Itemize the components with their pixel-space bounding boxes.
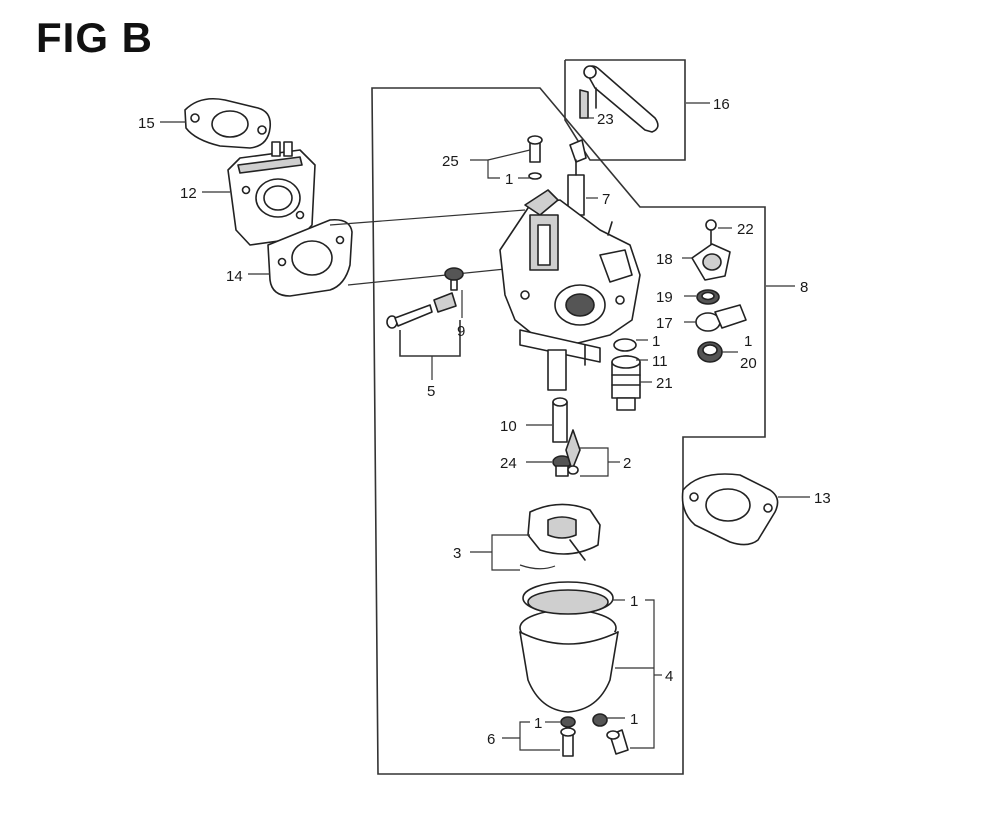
label-1-top: 1 (505, 171, 513, 188)
part-5-bracket (399, 320, 461, 357)
part-21-plug (611, 355, 641, 411)
label-18: 18 (656, 251, 673, 268)
label-22: 22 (737, 221, 754, 238)
label-1-bolt: 1 (630, 711, 638, 728)
part-1-o-ring (613, 338, 637, 352)
part-14-gasket (267, 218, 353, 297)
part-15-gasket (184, 97, 272, 149)
part-25-screw (527, 135, 543, 180)
label-21: 21 (656, 375, 673, 392)
label-16: 16 (713, 96, 730, 113)
part-12-insulator (227, 141, 316, 246)
part-13-gasket (681, 473, 779, 546)
part-1-bowl-washer (592, 713, 608, 727)
label-10: 10 (500, 418, 517, 435)
label-6: 6 (487, 731, 495, 748)
part-bowl-bolt (606, 729, 629, 755)
label-1-drain: 1 (534, 715, 542, 732)
label-13: 13 (814, 490, 831, 507)
label-14: 14 (226, 268, 243, 285)
label-7: 7 (602, 191, 610, 208)
label-11: 11 (652, 353, 668, 370)
label-4: 4 (665, 668, 673, 685)
label-8: 8 (800, 279, 808, 296)
part-5-pilot-screw (386, 292, 457, 329)
label-25: 25 (442, 153, 459, 170)
alignment-line (347, 267, 516, 286)
label-24: 24 (500, 455, 517, 472)
part-20-nut (697, 341, 723, 363)
assembly-frame (371, 87, 766, 775)
label-5: 5 (427, 383, 435, 400)
carburetor-body (499, 189, 641, 391)
part-19-o-ring (696, 289, 720, 305)
part-10-main-jet-holder (552, 397, 568, 443)
part-17-valve (695, 304, 747, 332)
label-19: 19 (656, 289, 673, 306)
label-1-bowl: 1 (630, 593, 638, 610)
part-18-cover (691, 243, 731, 281)
label-9: 9 (457, 323, 465, 340)
alignment-line (329, 209, 526, 226)
part-3-float (527, 503, 601, 561)
label-17: 17 (656, 315, 673, 332)
label-3: 3 (453, 545, 461, 562)
part-16-choke-lever (579, 65, 659, 133)
part-9-screw (444, 267, 464, 291)
float-pin (519, 564, 556, 570)
label-1-right: 1 (744, 333, 752, 350)
part-16-bracket (564, 59, 686, 161)
figure-title: FIG B (36, 14, 153, 61)
label-15: 15 (138, 115, 155, 132)
part-2-main-jet (565, 429, 581, 475)
label-20: 20 (740, 355, 757, 372)
part-6-drain-screw (560, 716, 576, 757)
part-4-float-bowl (519, 581, 619, 713)
label-12: 12 (180, 185, 197, 202)
label-23: 23 (597, 111, 614, 128)
part-7-throttle-shaft (567, 139, 587, 216)
leader-lines (160, 102, 810, 751)
label-1-plug: 1 (652, 333, 660, 350)
part-22-screw (705, 219, 717, 246)
label-2: 2 (623, 455, 631, 472)
